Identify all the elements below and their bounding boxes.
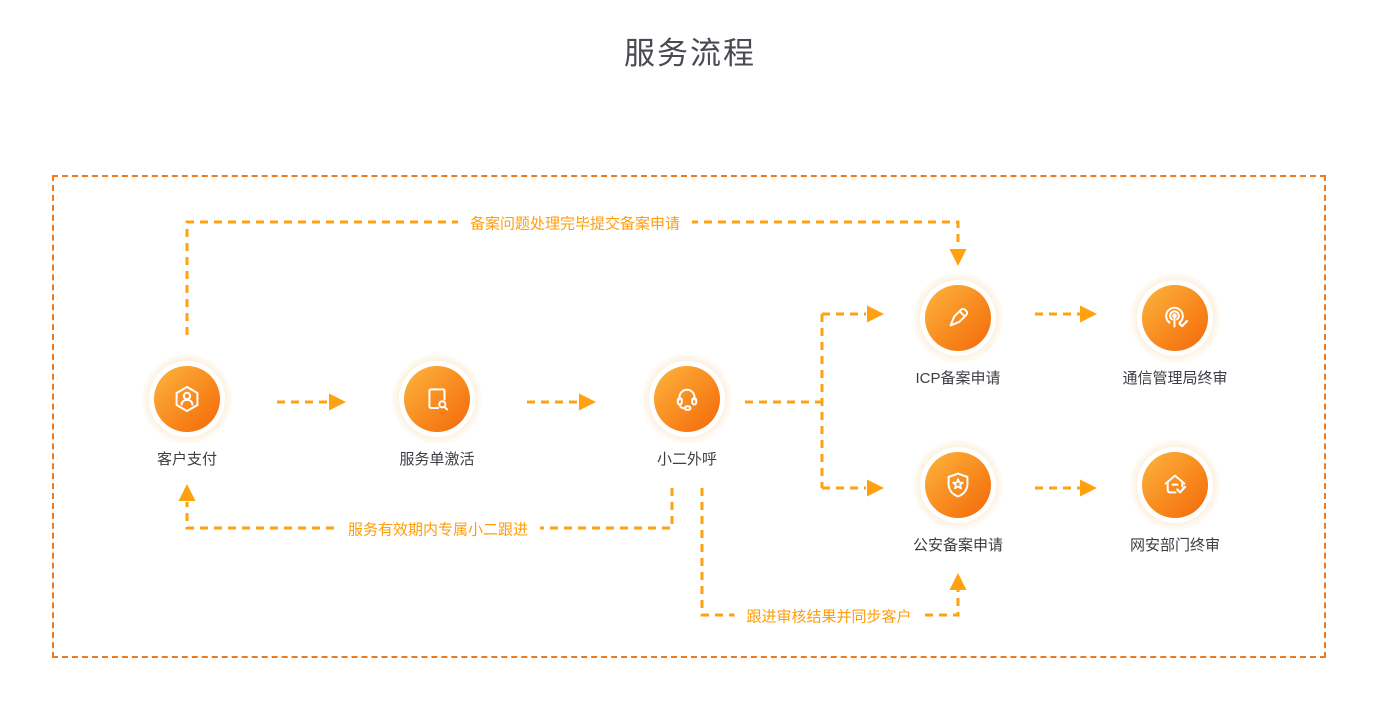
node-label: 客户支付 — [156, 451, 217, 468]
node-miit-final-review: 通信管理局终审 — [1075, 273, 1275, 388]
page-title: 服务流程 — [624, 36, 756, 71]
node-customer-payment: 客户支付 — [87, 354, 287, 469]
node-label: 小二外呼 — [656, 451, 717, 468]
node-label: 公安备案申请 — [912, 537, 1003, 554]
user-hexagon-icon — [175, 386, 199, 412]
node-icp-filing-application: ICP备案申请 — [858, 273, 1058, 388]
node-service-order-activation: 服务单激活 — [337, 354, 537, 469]
node-halo — [642, 354, 732, 444]
node-halo — [913, 273, 1003, 363]
document-activate-icon — [428, 388, 448, 411]
node-label: 服务单激活 — [399, 451, 475, 468]
node-cyber-dept-final-review: 网安部门终审 — [1075, 440, 1275, 555]
broadcast-check-icon — [1165, 306, 1189, 328]
node-halo — [392, 354, 482, 444]
edge-label-follow-up: 服务有效期内专属小二跟进 — [335, 518, 541, 540]
node-circle — [654, 366, 720, 432]
house-check-icon — [1164, 474, 1187, 494]
node-halo — [1130, 273, 1220, 363]
shield-star-icon — [947, 472, 969, 498]
node-circle — [154, 366, 220, 432]
node-halo — [142, 354, 232, 444]
headset-icon — [676, 388, 698, 411]
node-circle — [1142, 452, 1208, 518]
node-agent-outbound-call: 小二外呼 — [587, 354, 787, 469]
edge-label-sync-customer: 跟进审核结果并同步客户 — [734, 605, 924, 627]
node-label: ICP备案申请 — [915, 370, 1001, 387]
pencil-icon — [949, 307, 969, 327]
node-circle — [1142, 285, 1208, 351]
node-circle — [404, 366, 470, 432]
node-halo — [1130, 440, 1220, 530]
node-label: 通信管理局终审 — [1122, 370, 1228, 387]
node-police-filing-application: 公安备案申请 — [858, 440, 1058, 555]
node-label: 网安部门终审 — [1129, 537, 1220, 554]
node-circle — [925, 285, 991, 351]
flow-boundary-box — [52, 175, 1326, 658]
node-halo — [913, 440, 1003, 530]
node-circle — [925, 452, 991, 518]
edge-label-resubmit: 备案问题处理完毕提交备案申请 — [457, 212, 693, 234]
